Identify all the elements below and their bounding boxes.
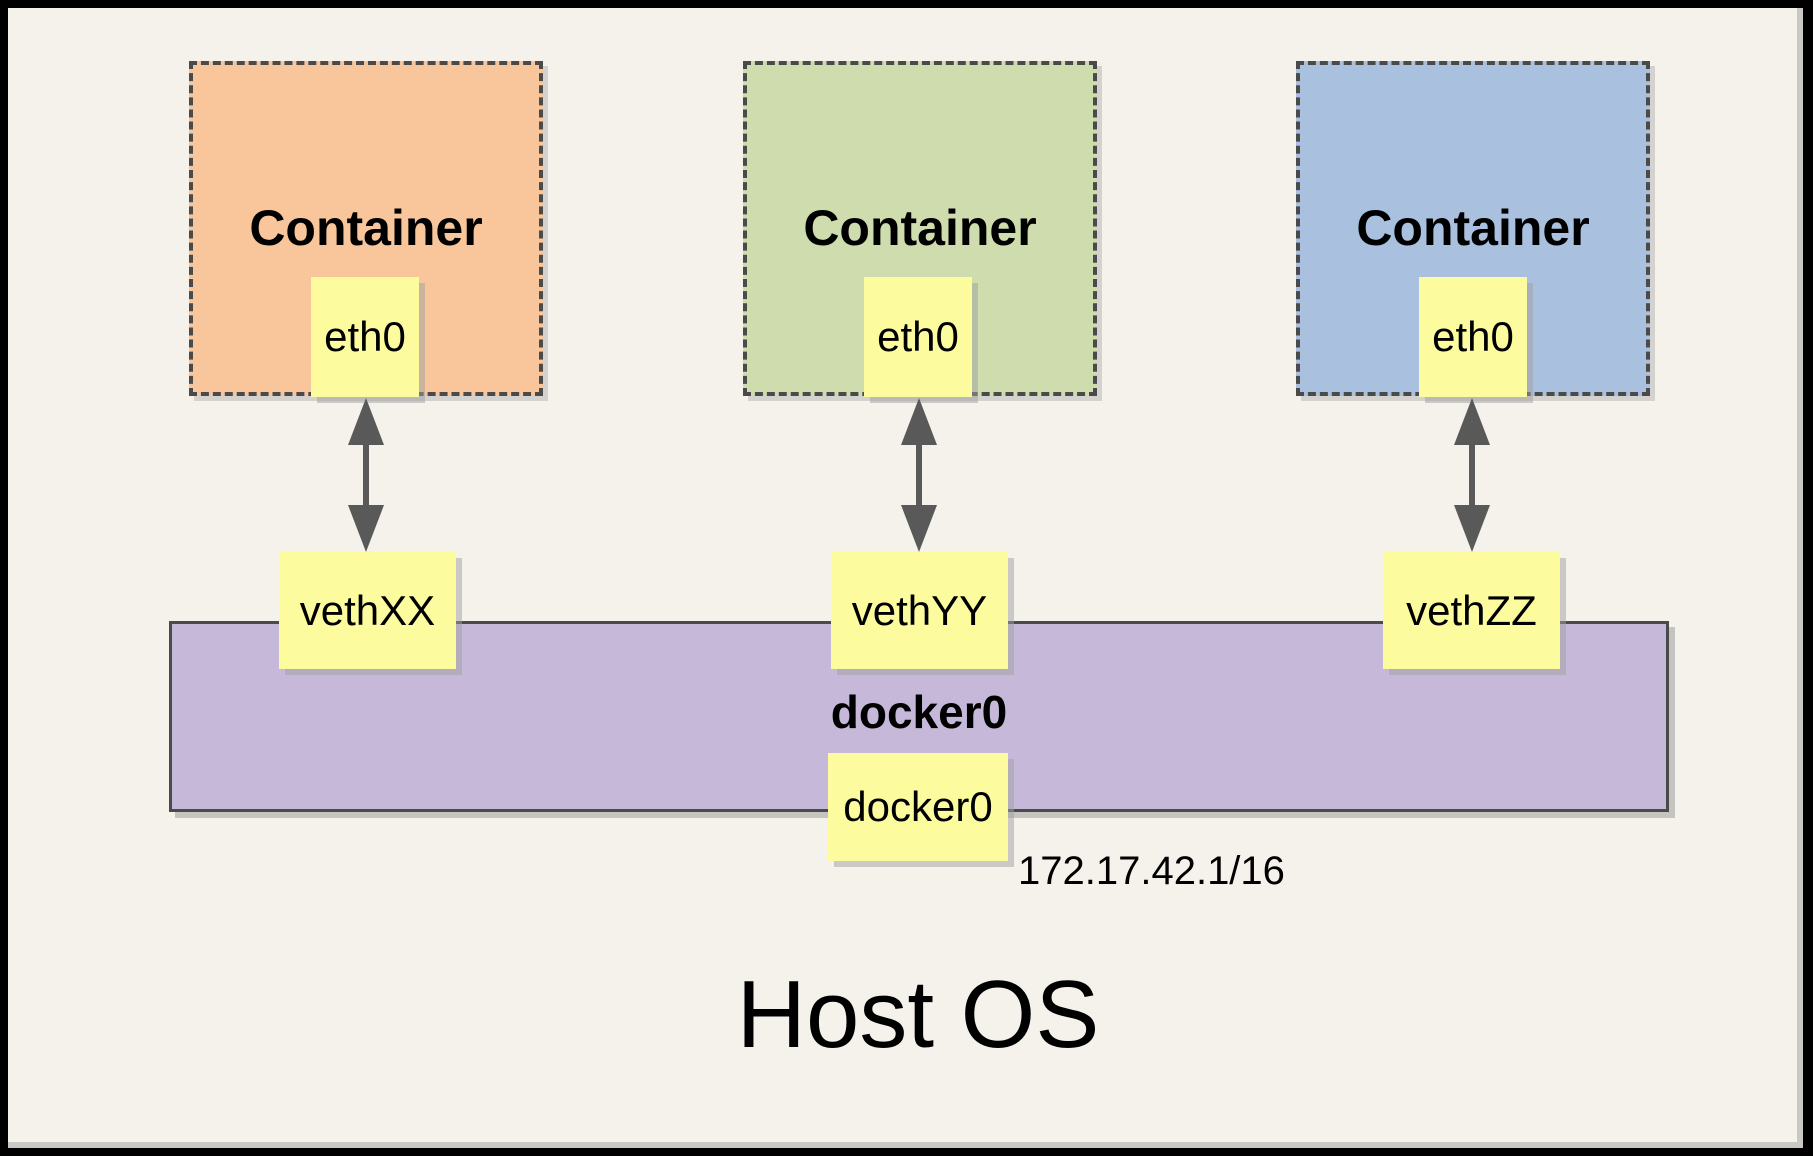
eth0-label-3: eth0 — [1432, 313, 1514, 360]
container-1-label: Container — [249, 200, 483, 256]
vethZZ-label: vethZZ — [1406, 586, 1537, 634]
docker0-bridge-label: docker0 — [830, 686, 1008, 738]
eth0-label-2: eth0 — [877, 313, 959, 360]
diagram-canvas: Container Container Container docker0 et… — [8, 8, 1803, 1148]
eth0-label-1: eth0 — [324, 313, 406, 360]
docker0-interface-box: docker0 — [828, 753, 1008, 861]
vethXX-label: vethXX — [299, 586, 436, 634]
docker0-interface-label: docker0 — [843, 783, 993, 830]
bidirectional-arrow-icon-3 — [1454, 398, 1490, 552]
bidirectional-arrow-icon-2 — [901, 398, 937, 552]
vethZZ-box: vethZZ — [1383, 552, 1560, 669]
eth0-box-2: eth0 — [864, 277, 972, 397]
container-3-label: Container — [1356, 200, 1590, 256]
bridge-ip-address: 172.17.42.1/16 — [1018, 849, 1285, 893]
vethYY-box: vethYY — [831, 552, 1008, 669]
eth0-box-3: eth0 — [1419, 277, 1527, 397]
vethYY-label: vethYY — [851, 586, 988, 634]
container-2-label: Container — [803, 200, 1037, 256]
vethXX-box: vethXX — [279, 552, 456, 669]
bidirectional-arrow-icon-1 — [348, 398, 384, 552]
host-os-title: Host OS — [736, 961, 1100, 1068]
eth0-box-1: eth0 — [311, 277, 419, 397]
